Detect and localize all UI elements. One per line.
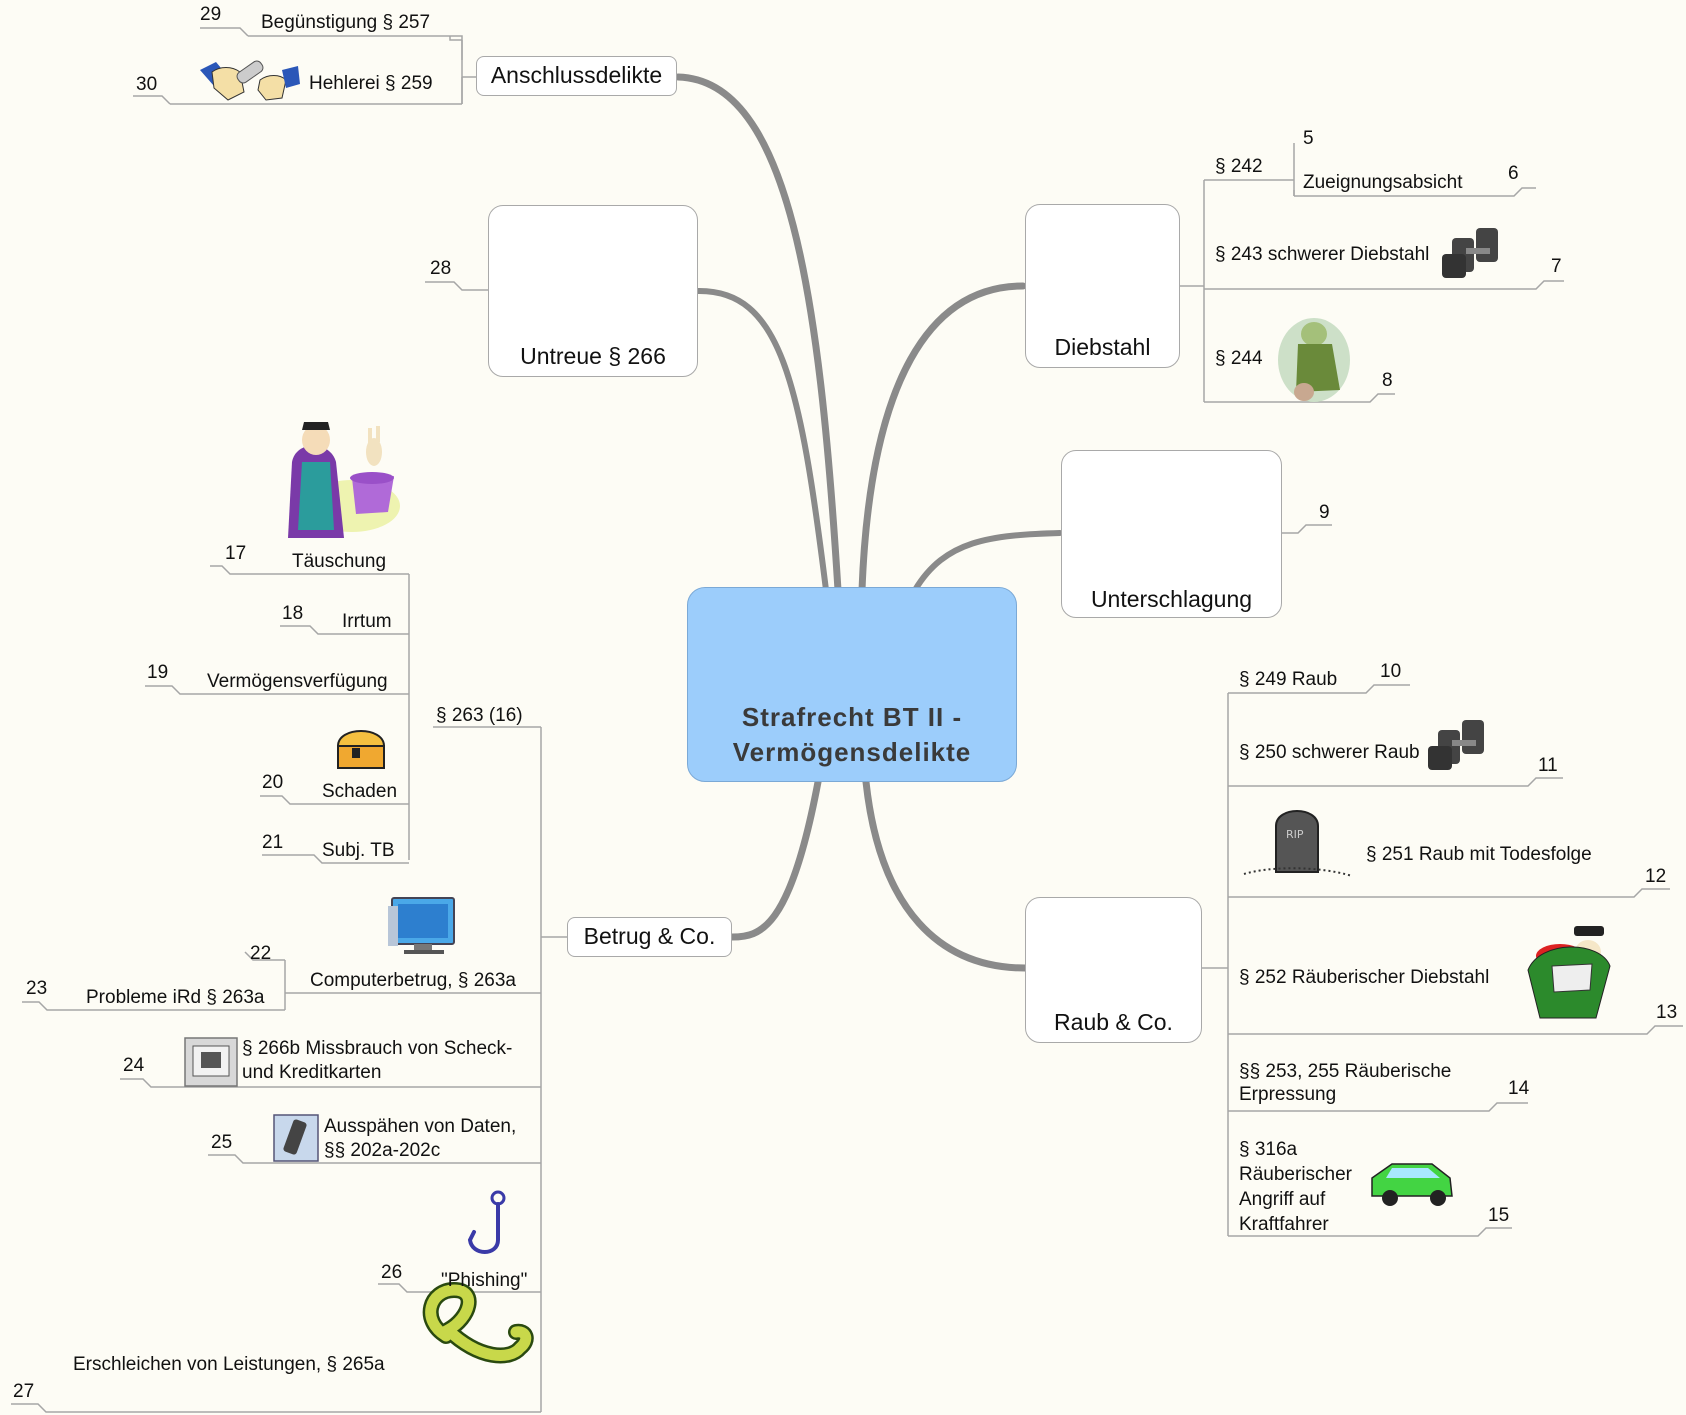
- topic-betrug-und-co[interactable]: Betrug & Co.: [567, 917, 732, 957]
- marker-number: 9: [1319, 502, 1330, 523]
- marker-number: 24: [123, 1055, 145, 1076]
- fishhook-icon: [467, 1190, 506, 1254]
- subtopic-par-253-255[interactable]: §§ 253, 255 Räuberische Erpressung: [1239, 1060, 1451, 1106]
- subtopic-par-250[interactable]: § 250 schwerer Raub: [1239, 742, 1420, 763]
- car-icon: [1371, 1163, 1453, 1206]
- subtopic-par-242[interactable]: § 242: [1215, 156, 1263, 177]
- subtopic-irrtum[interactable]: Irrtum: [342, 611, 392, 632]
- subtopic-par-266b[interactable]: § 266b Missbrauch von Scheck- und Kredit…: [242, 1037, 512, 1085]
- thief-with-sack-icon: [1278, 318, 1350, 402]
- marker-number: 7: [1551, 256, 1562, 277]
- marker-number: 19: [147, 662, 169, 683]
- subtopic-line: § 316a: [1239, 1139, 1298, 1160]
- marker-number: 13: [1656, 1002, 1678, 1023]
- marker-number: 11: [1538, 755, 1558, 776]
- subtopic-line: §§ 253, 255 Räuberische: [1239, 1061, 1452, 1082]
- topic-unterschlagung[interactable]: Unterschlagung: [1061, 450, 1282, 618]
- subtopic-line: §§ 202a-202c: [324, 1140, 441, 1161]
- topic-untreue-title: Untreue § 266: [520, 343, 666, 369]
- subtopic-phishing[interactable]: "Phishing": [441, 1270, 528, 1291]
- marker-number: 15: [1488, 1205, 1510, 1226]
- marker-number: 20: [262, 772, 284, 793]
- subtopic-subj-tb[interactable]: Subj. TB: [322, 840, 395, 861]
- marker-number: 18: [282, 603, 304, 624]
- computer-monitor-icon: [388, 897, 455, 954]
- marker-number: 28: [430, 258, 452, 279]
- treasure-chest-icon: [336, 730, 386, 769]
- marker-number: 29: [200, 4, 222, 25]
- dumbbell-icon: [1428, 720, 1484, 770]
- subtopic-line: Angriff auf: [1239, 1189, 1326, 1210]
- tombstone-icon: RIP: [1243, 810, 1353, 877]
- central-topic[interactable]: Strafrecht BT II - Vermögensdelikte: [687, 587, 1017, 782]
- topic-raub-und-co[interactable]: Raub & Co.: [1025, 897, 1202, 1043]
- topic-raub-title: Raub & Co.: [1054, 1009, 1173, 1035]
- snake-icon: [422, 1281, 534, 1364]
- central-topic-title: Strafrecht BT II - Vermögensdelikte: [688, 700, 1016, 770]
- subtopic-zueignungsabsicht[interactable]: Zueignungsabsicht: [1303, 172, 1463, 193]
- subtopic-line: und Kreditkarten: [242, 1062, 382, 1083]
- connector-lines: [11, 27, 1683, 1413]
- subtopic-line: Kraftfahrer: [1239, 1214, 1329, 1235]
- subtopic-erschleichen[interactable]: Erschleichen von Leistungen, § 265a: [73, 1354, 385, 1375]
- marker-number: 30: [136, 74, 158, 95]
- marker-number: 17: [225, 543, 247, 564]
- subtopic-line: Erpressung: [1239, 1084, 1337, 1105]
- subtopic-schaden[interactable]: Schaden: [322, 781, 398, 802]
- marker-number: 27: [13, 1381, 35, 1402]
- topic-untreue[interactable]: Untreue § 266: [488, 205, 698, 377]
- subtopic-probleme-263a[interactable]: Probleme iRd § 263a: [86, 987, 265, 1008]
- marker-number: 21: [262, 832, 284, 853]
- running-thief-icon: [1527, 926, 1611, 1019]
- marker-number: 6: [1508, 163, 1519, 184]
- subtopic-par-316a[interactable]: § 316a Räuberischer Angriff auf Kraftfah…: [1239, 1137, 1352, 1237]
- marker-number: 10: [1380, 661, 1402, 682]
- subtopic-par-263[interactable]: § 263 (16): [436, 705, 523, 726]
- marker-number: 14: [1508, 1078, 1530, 1099]
- topic-anschlussdelikte[interactable]: Anschlussdelikte: [476, 56, 677, 96]
- marker-number: 26: [381, 1262, 403, 1283]
- phone-icon: [273, 1114, 319, 1162]
- marker-number: 23: [26, 978, 48, 999]
- subtopic-hehlerei[interactable]: Hehlerei § 259: [309, 73, 433, 94]
- subtopic-beguenstigung[interactable]: Begünstigung § 257: [261, 12, 431, 33]
- dumbbell-icon: [1442, 228, 1498, 278]
- marker-number: 5: [1303, 128, 1314, 149]
- subtopic-line: Ausspähen von Daten,: [324, 1116, 517, 1137]
- subtopic-vermoegensverfuegung[interactable]: Vermögensverfügung: [207, 671, 388, 692]
- handshake-icon: [200, 60, 300, 101]
- subtopic-taeuschung[interactable]: Täuschung: [292, 551, 387, 572]
- marker-number: 8: [1382, 370, 1393, 391]
- subtopic-computerbetrug[interactable]: Computerbetrug, § 263a: [310, 970, 516, 991]
- subtopic-par-244[interactable]: § 244: [1215, 348, 1263, 369]
- topic-diebstahl-title: Diebstahl: [1054, 334, 1151, 360]
- marker-number: 12: [1645, 866, 1667, 887]
- subtopic-par-249[interactable]: § 249 Raub: [1239, 669, 1338, 690]
- main-branches: [674, 73, 1063, 972]
- marker-number: 22: [250, 943, 272, 964]
- credit-card-icon: [184, 1037, 238, 1087]
- subtopic-par-252[interactable]: § 252 Räuberischer Diebstahl: [1239, 967, 1490, 988]
- subtopic-par-251[interactable]: § 251 Raub mit Todesfolge: [1366, 844, 1592, 865]
- magician-icon: [288, 422, 400, 538]
- central-title-line1: Strafrecht BT II -: [741, 702, 963, 732]
- marker-number: 25: [211, 1132, 233, 1153]
- topic-unterschlagung-title: Unterschlagung: [1090, 586, 1253, 612]
- central-title-line2: Vermögensdelikte: [732, 737, 972, 767]
- topic-diebstahl[interactable]: Diebstahl: [1025, 204, 1180, 368]
- subtopic-line: Räuberischer: [1239, 1164, 1352, 1185]
- subtopic-line: § 266b Missbrauch von Scheck-: [242, 1038, 513, 1059]
- subtopic-ausspaehen[interactable]: Ausspähen von Daten, §§ 202a-202c: [324, 1115, 516, 1163]
- subtopic-par-243[interactable]: § 243 schwerer Diebstahl: [1215, 244, 1430, 265]
- svg-text:RIP: RIP: [1286, 828, 1304, 841]
